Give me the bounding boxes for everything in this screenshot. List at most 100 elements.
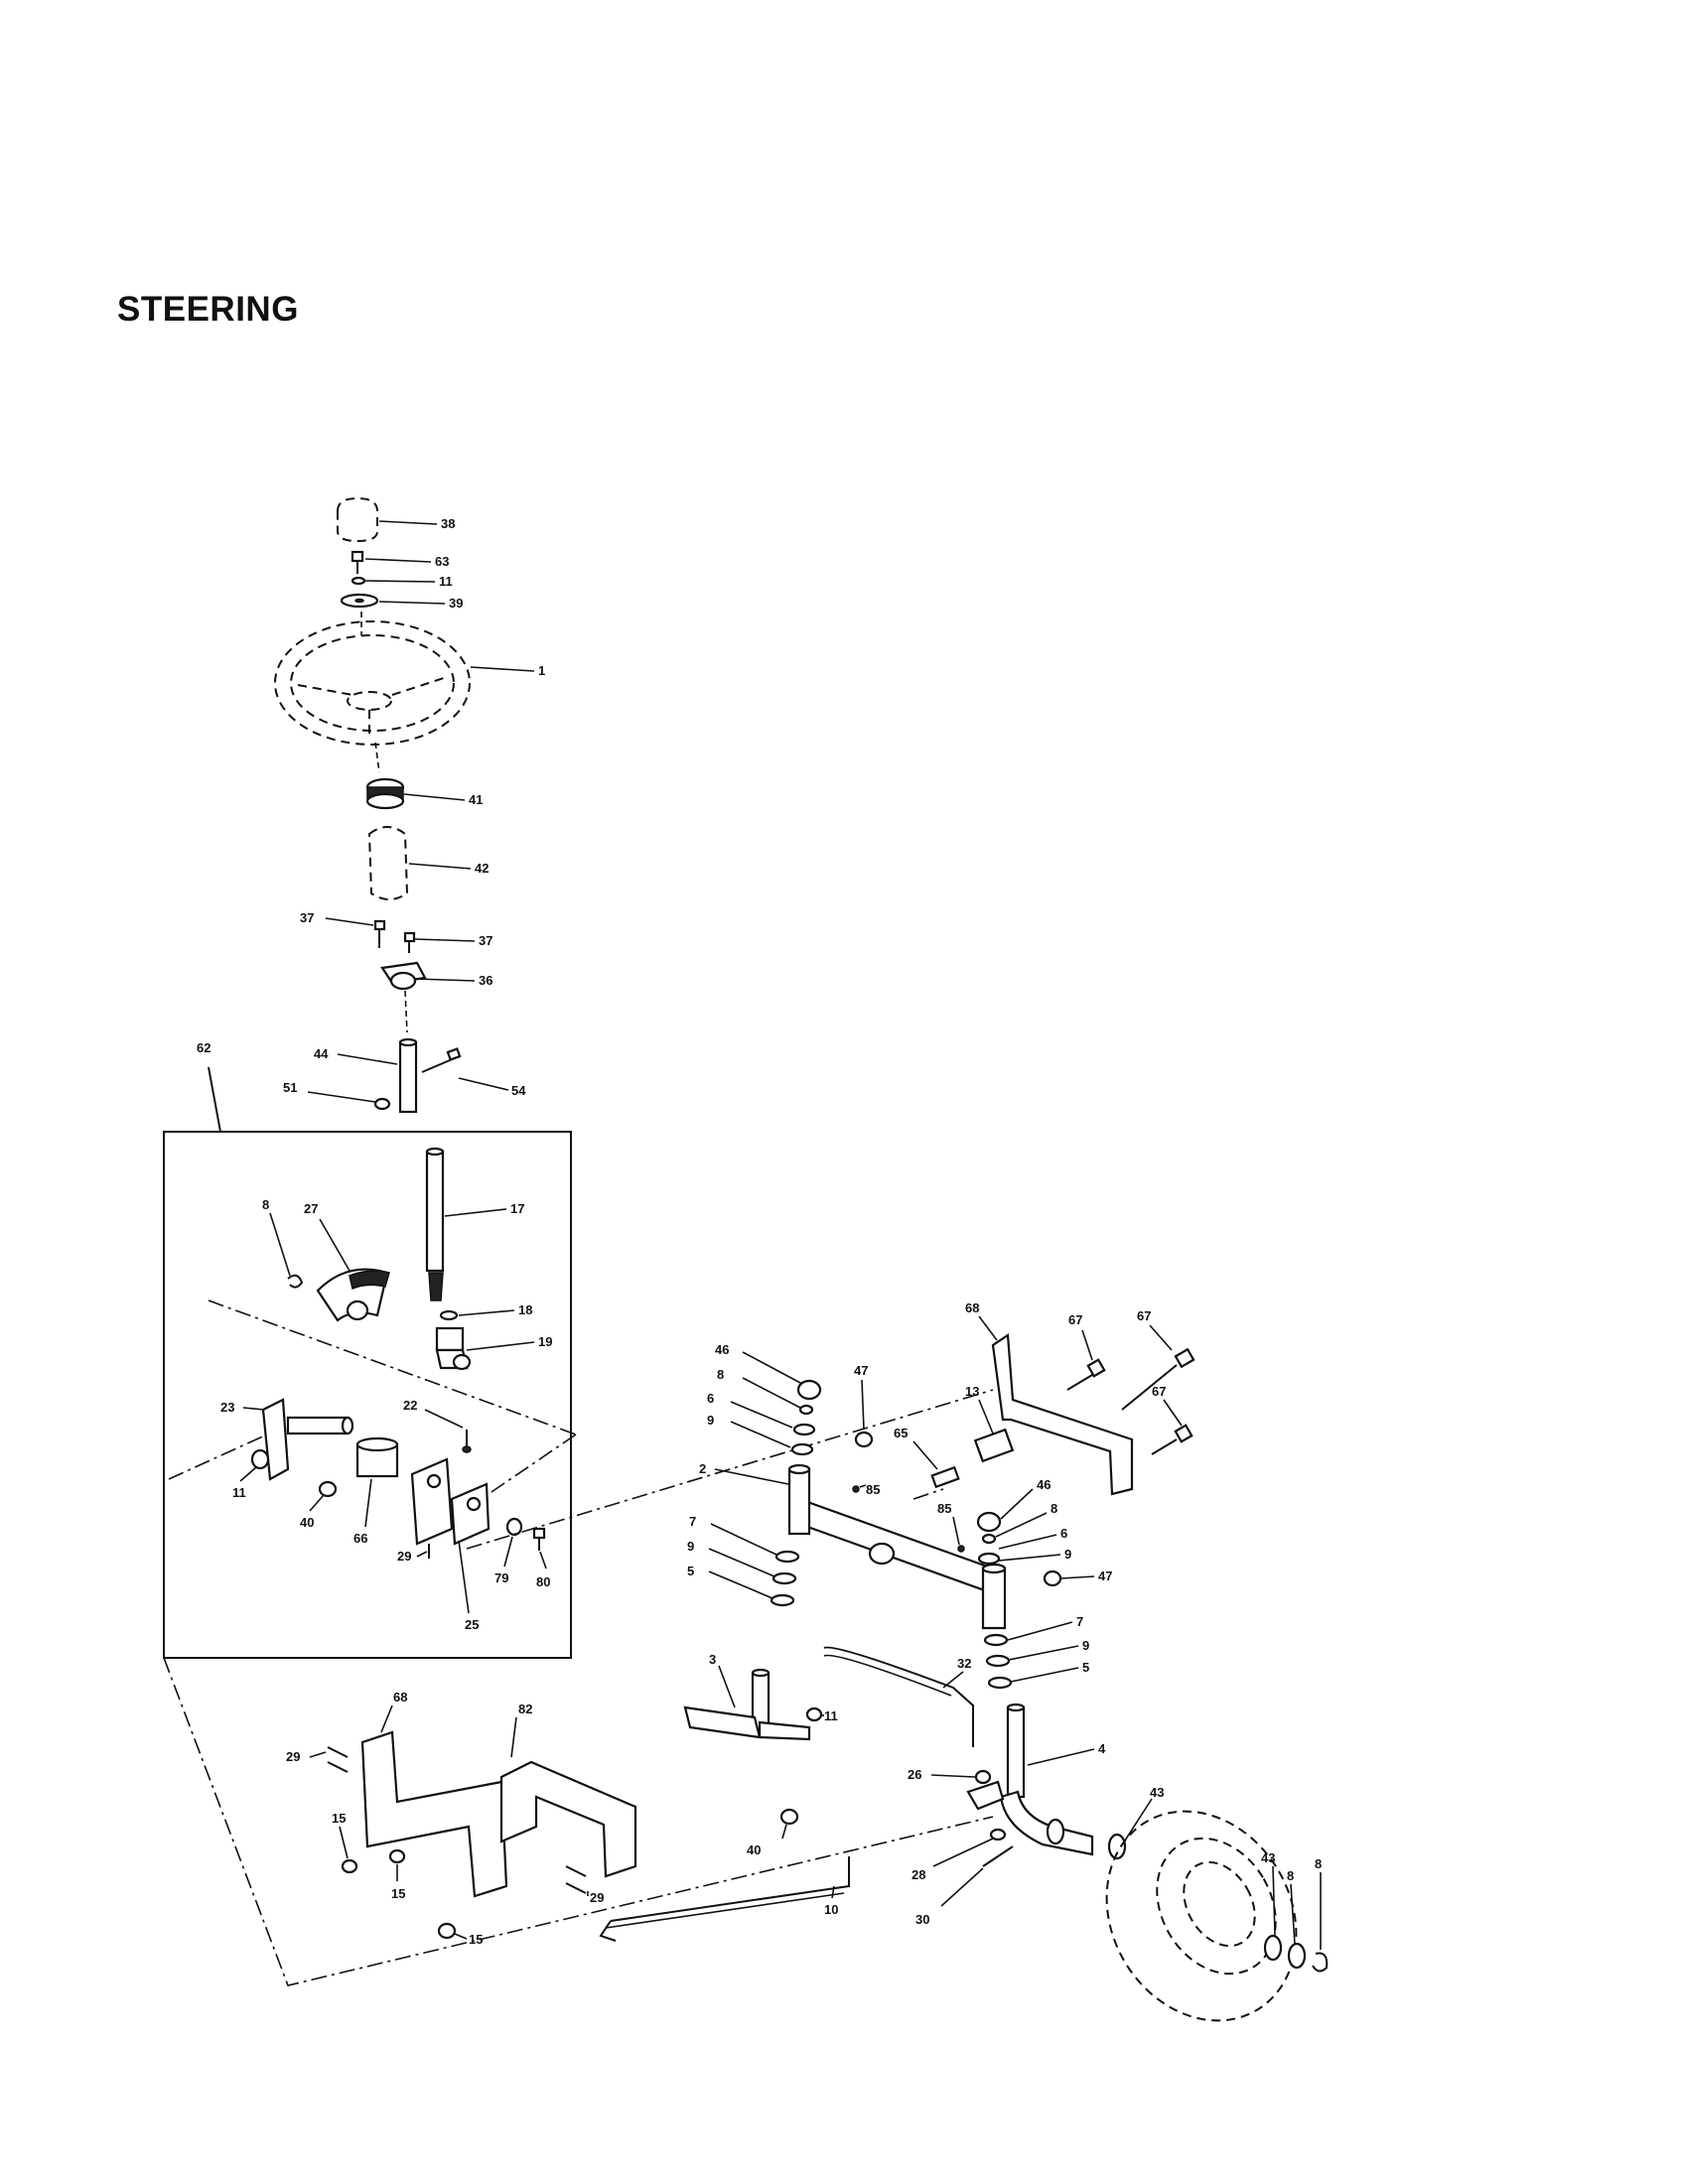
svg-text:9: 9: [687, 1539, 694, 1554]
callout-36: 36: [414, 973, 492, 988]
part-85-fitting-b: [957, 1545, 965, 1553]
callout-17: 17: [444, 1201, 524, 1217]
svg-text:6: 6: [707, 1391, 714, 1406]
svg-text:37: 37: [300, 910, 314, 925]
callout-8b: 8: [717, 1367, 801, 1409]
svg-text:67: 67: [1068, 1312, 1082, 1327]
callout-44: 44: [314, 1046, 398, 1065]
svg-text:29: 29: [397, 1549, 411, 1564]
svg-text:85: 85: [937, 1501, 951, 1516]
svg-text:40: 40: [747, 1843, 761, 1857]
svg-text:9: 9: [1082, 1638, 1089, 1653]
callout-8d: 8: [1287, 1868, 1296, 1945]
svg-text:25: 25: [465, 1617, 479, 1632]
callout-85b: 85: [937, 1501, 960, 1546]
callout-18: 18: [458, 1302, 532, 1317]
part-3-spindle-left: [683, 1668, 811, 1741]
callout-9c: 9: [687, 1539, 775, 1577]
callout-82: 82: [510, 1702, 532, 1758]
svg-text:40: 40: [300, 1515, 314, 1530]
callout-19: 19: [466, 1334, 552, 1351]
part-46-cap-a: [796, 1379, 822, 1401]
svg-text:26: 26: [908, 1767, 921, 1782]
part-68-bracket-left: [360, 1730, 508, 1898]
callout-79: 79: [494, 1536, 513, 1585]
part-27-sector-gear: [316, 1268, 390, 1322]
part-38-cap: [337, 496, 378, 543]
svg-text:66: 66: [353, 1531, 367, 1546]
callout-25: 25: [458, 1540, 479, 1632]
callout-7a: 7: [689, 1514, 777, 1556]
part-85-fitting-a: [852, 1485, 860, 1493]
part-67-bolts: [1066, 1347, 1195, 1455]
callout-8a: 8: [262, 1197, 291, 1277]
svg-text:11: 11: [232, 1485, 246, 1500]
callout-43a: 43: [1124, 1785, 1164, 1842]
part-13-spacer: [973, 1428, 1015, 1463]
part-19-pinion-block: [435, 1326, 472, 1371]
part-39-washer: [340, 593, 379, 609]
callout-42: 42: [408, 861, 489, 876]
callout-41: 41: [403, 792, 483, 807]
callout-6b: 6: [998, 1526, 1067, 1550]
svg-text:68: 68: [393, 1690, 407, 1705]
part-15-nut-a: [341, 1858, 358, 1874]
callout-47a: 47: [854, 1363, 868, 1431]
callout-37b: 37: [414, 933, 492, 948]
svg-text:19: 19: [538, 1334, 552, 1349]
part-66-bushing: [355, 1436, 399, 1478]
part-4-spindle-right: [966, 1703, 1094, 1856]
svg-text:46: 46: [1037, 1477, 1051, 1492]
part-25-bracket: [410, 1457, 491, 1546]
part-8-clip: [287, 1274, 304, 1289]
part-36-bearing-flange: [380, 961, 427, 991]
part-11-lockwasher: [351, 576, 366, 586]
part-26-nut: [974, 1769, 992, 1785]
callout-15c: 15: [454, 1932, 483, 1947]
callout-32: 32: [942, 1656, 971, 1689]
callout-9a: 9: [707, 1413, 791, 1448]
svg-text:67: 67: [1137, 1308, 1151, 1323]
part-43-washer-b: [1263, 1934, 1283, 1962]
part-22-bolt: [462, 1430, 472, 1453]
svg-text:65: 65: [894, 1426, 908, 1440]
part-43-washer-a: [1107, 1833, 1127, 1860]
svg-text:18: 18: [518, 1302, 532, 1317]
svg-text:9: 9: [707, 1413, 714, 1428]
callout-68b: 68: [380, 1690, 407, 1733]
svg-text:5: 5: [1082, 1660, 1089, 1675]
part-18-washer: [439, 1309, 459, 1321]
svg-text:2: 2: [699, 1461, 706, 1476]
part-40-nut-box: [318, 1480, 338, 1498]
part-79-washer: [505, 1517, 523, 1537]
lower-left-brackets: [163, 1389, 994, 1986]
callout-11c: 11: [822, 1708, 838, 1723]
page-title: STEERING: [117, 290, 299, 329]
callout-8c: 8: [995, 1501, 1057, 1538]
svg-text:47: 47: [854, 1363, 868, 1378]
callout-46a: 46: [715, 1342, 803, 1385]
callout-39: 39: [378, 596, 463, 611]
callout-2: 2: [699, 1461, 789, 1485]
svg-text:43: 43: [1150, 1785, 1164, 1800]
svg-text:11: 11: [824, 1708, 838, 1723]
part-68-bracket-right: [991, 1333, 1134, 1496]
callout-28: 28: [912, 1838, 994, 1882]
callout-51: 51: [283, 1080, 376, 1103]
part-63-screw: [351, 550, 364, 574]
part-44-shaft: [398, 1037, 418, 1114]
callouts: 38 63 11 39 1 41 42 37 37 36 62 44 51 54…: [197, 516, 1322, 1950]
part-42-bushing: [367, 826, 409, 900]
svg-text:11: 11: [439, 574, 453, 589]
svg-text:17: 17: [510, 1201, 524, 1216]
svg-text:36: 36: [479, 973, 492, 988]
callout-11b: 11: [232, 1466, 257, 1500]
part-2-axle-beam: [787, 1463, 1007, 1630]
part-10-drag-link: [599, 1856, 850, 1942]
callout-30: 30: [915, 1867, 984, 1927]
svg-text:32: 32: [957, 1656, 971, 1671]
callout-7b: 7: [1007, 1614, 1083, 1641]
part-15-nut-c: [437, 1922, 457, 1940]
front-axle-group: [683, 1333, 1329, 2022]
svg-text:13: 13: [965, 1384, 979, 1399]
